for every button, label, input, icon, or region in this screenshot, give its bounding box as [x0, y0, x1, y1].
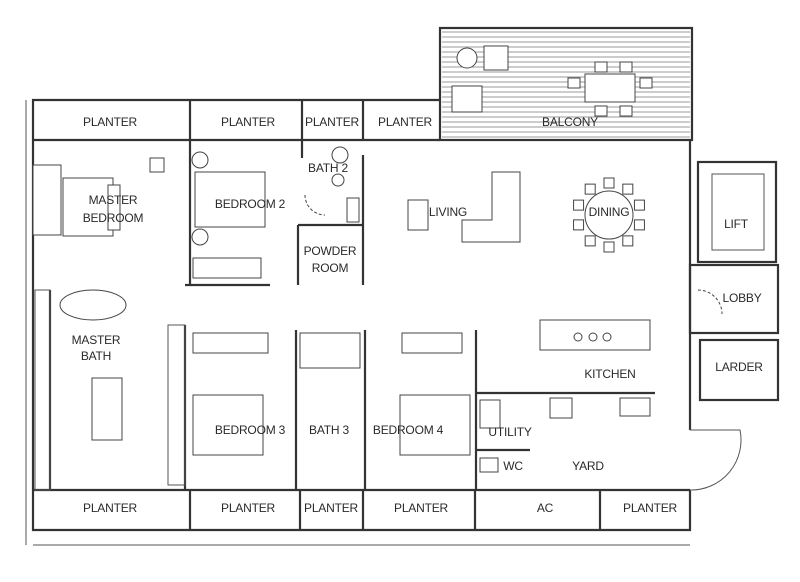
label-powder-room-2: ROOM	[312, 261, 349, 275]
label-dining: DINING	[589, 205, 630, 219]
bedroom2-bed	[194, 171, 266, 228]
dining-chair	[622, 235, 634, 247]
label-bedroom3: BEDROOM 3	[215, 423, 286, 437]
master-bed	[62, 177, 114, 237]
bedroom3-wardrobe	[192, 332, 269, 354]
label-planter-top-2: PLANTER	[221, 115, 275, 129]
label-planter-top-1: PLANTER	[83, 115, 137, 129]
bedroom3-bed	[192, 394, 264, 456]
label-bedroom4: BEDROOM 4	[373, 423, 444, 437]
label-planter-bottom-2: PLANTER	[221, 501, 275, 515]
entrance-door-swing	[689, 429, 742, 491]
balcony-area	[438, 26, 694, 142]
label-bath3: BATH 3	[309, 423, 349, 437]
label-yard: YARD	[572, 459, 604, 473]
bedroom4-bed	[399, 394, 471, 456]
walls	[25, 98, 780, 546]
label-utility: UTILITY	[488, 425, 531, 439]
balcony-decking	[442, 31, 690, 138]
bedroom4-wardrobe	[401, 332, 463, 354]
living-sofa	[461, 171, 521, 243]
label-bath2: BATH 2	[308, 161, 348, 175]
dining-chair	[633, 199, 645, 211]
label-bedroom2: BEDROOM 2	[215, 197, 286, 211]
bedroom2-wardrobe	[192, 257, 262, 279]
dining-chair	[584, 183, 596, 195]
dining-chair	[603, 177, 615, 189]
label-planter-top-3: PLANTER	[305, 115, 359, 129]
label-master-bath-2: BATH	[81, 349, 111, 363]
bathtub	[59, 289, 127, 321]
lobby-room	[688, 263, 780, 335]
dining-chair	[573, 199, 585, 211]
dining-table	[584, 190, 634, 240]
label-lift: LIFT	[724, 217, 749, 231]
larder-room	[698, 338, 780, 402]
balcony-chair	[483, 45, 509, 71]
bath3-shower	[299, 332, 361, 369]
lift-shaft	[696, 160, 778, 264]
label-living: LIVING	[429, 205, 467, 219]
vanity	[91, 377, 123, 441]
dining-chair	[633, 219, 645, 231]
label-planter-bottom-3: PLANTER	[304, 501, 358, 515]
label-planter-top-4: PLANTER	[378, 115, 432, 129]
label-master-bedroom-2: BEDROOM	[83, 211, 144, 225]
balcony-lounger	[451, 85, 483, 113]
dining-chair	[603, 241, 615, 253]
room-labels: PLANTER PLANTER PLANTER PLANTER BALCONY …	[72, 115, 764, 515]
label-planter-bottom-5: PLANTER	[623, 501, 677, 515]
label-planter-bottom-1: PLANTER	[83, 501, 137, 515]
dining-chair	[622, 183, 634, 195]
label-wc: WC	[503, 459, 523, 473]
label-powder-room-1: POWDER	[304, 244, 357, 258]
lobby-door-swing	[697, 289, 723, 315]
label-lobby: LOBBY	[722, 291, 761, 305]
label-master-bath-1: MASTER	[72, 333, 121, 347]
label-planter-bottom-4: PLANTER	[394, 501, 448, 515]
label-larder: LARDER	[715, 360, 763, 374]
dining-chair	[573, 219, 585, 231]
label-ac: AC	[537, 501, 554, 515]
label-balcony: BALCONY	[542, 115, 598, 129]
balcony-dining-table	[584, 73, 636, 103]
balcony-table	[456, 47, 478, 69]
label-master-bedroom-1: MASTER	[89, 193, 138, 207]
label-kitchen: KITCHEN	[584, 367, 635, 381]
furniture	[32, 146, 651, 491]
dining-chair	[584, 235, 596, 247]
